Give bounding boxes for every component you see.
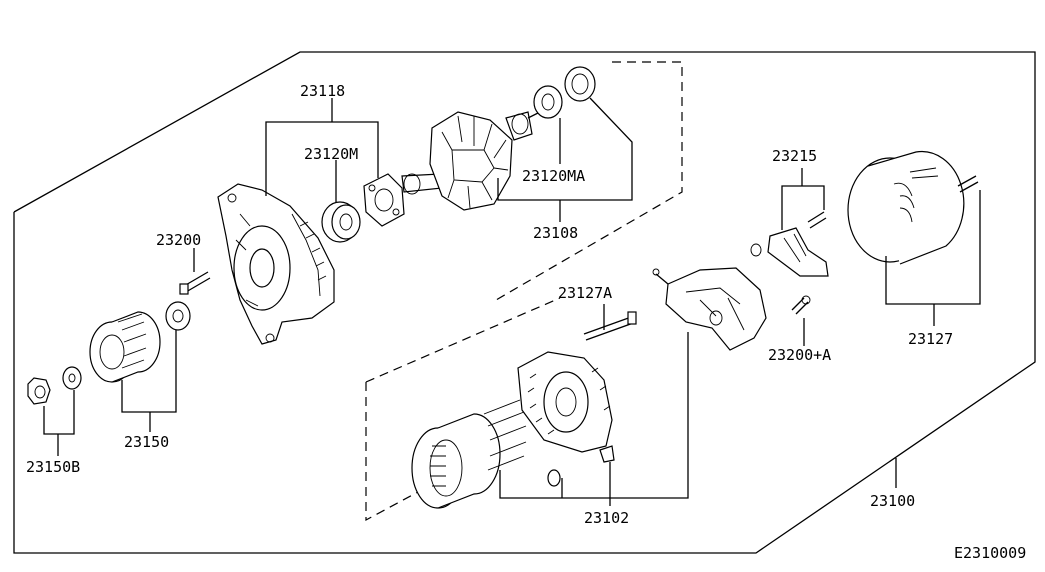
- label-23127A: 23127A: [558, 284, 612, 302]
- label-23150: 23150: [124, 433, 169, 451]
- front-bracket: [217, 183, 335, 345]
- label-23200A: 23200+A: [768, 346, 831, 364]
- label-23108: 23108: [533, 224, 578, 242]
- nut: [27, 377, 51, 405]
- label-23150B: 23150B: [26, 458, 80, 476]
- insulator-bush: [547, 469, 561, 487]
- rotor: [401, 109, 545, 211]
- leader-23118: [265, 121, 379, 196]
- rear-outline-top: [365, 297, 561, 383]
- leader-23215: [781, 185, 825, 230]
- pulley: [89, 311, 161, 383]
- label-23215: 23215: [772, 147, 817, 165]
- label-23127: 23127: [908, 330, 953, 348]
- screw-23215: [807, 211, 827, 229]
- rear-subassembly-outline: [365, 382, 497, 522]
- spacer-collar: [165, 301, 191, 331]
- leader-23108: [497, 97, 633, 201]
- label-23118: 23118: [300, 82, 345, 100]
- stator: [411, 399, 527, 509]
- diagram-code: E2310009: [954, 544, 1026, 562]
- label-23200: 23200: [156, 231, 201, 249]
- rectifier: [652, 267, 767, 351]
- rear-cover-screw: [957, 175, 979, 193]
- leader-23127: [885, 190, 981, 305]
- bolt-23200A: [791, 295, 811, 315]
- rotor-subassembly-outline: [495, 61, 683, 301]
- label-23120MA: 23120MA: [522, 167, 585, 185]
- rear-cover: [847, 150, 965, 265]
- label-23100: 23100: [870, 492, 915, 510]
- washer: [62, 366, 82, 390]
- bearing-cover: [564, 66, 596, 102]
- long-bolt-23127A: [583, 311, 637, 341]
- leader-23150: [121, 330, 177, 413]
- label-23120M: 23120M: [304, 145, 358, 163]
- leader-23102: [499, 332, 689, 499]
- assembly-frame: [13, 51, 1036, 554]
- rear-bearing: [533, 85, 563, 119]
- label-23102: 23102: [584, 509, 629, 527]
- leader-23150B: [43, 390, 75, 435]
- through-bolt-23200: [179, 271, 211, 295]
- bearing-retainer: [363, 173, 405, 227]
- brush-holder: [750, 227, 829, 277]
- rear-bracket: [517, 351, 615, 463]
- front-bearing: [321, 201, 361, 243]
